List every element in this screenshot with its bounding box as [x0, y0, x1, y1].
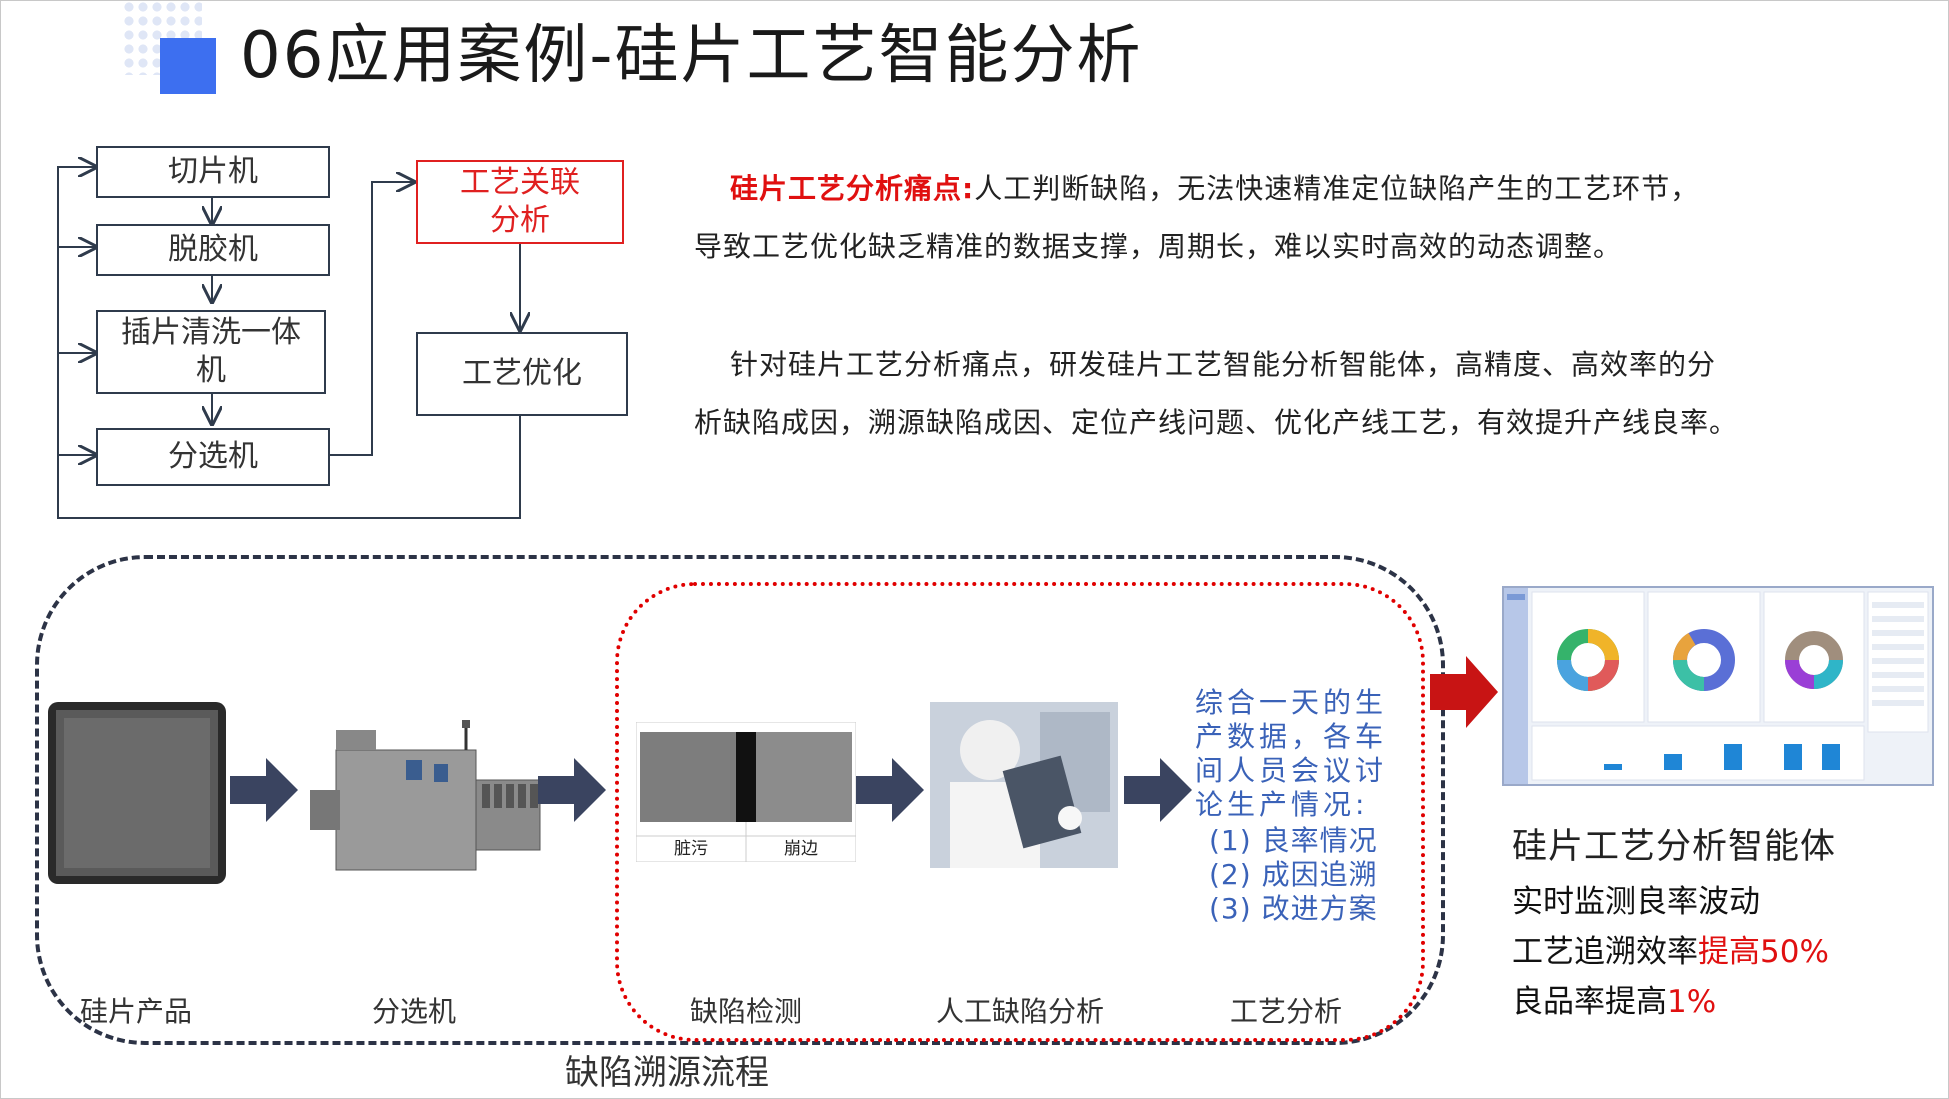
sorter-box: 分选机 — [96, 428, 330, 486]
step-label-defect-detect: 缺陷检测 — [689, 995, 802, 1028]
step-label-process-analysis: 工艺分析 — [1229, 995, 1342, 1028]
result-arrow — [1430, 656, 1498, 728]
pain-point-label: 硅片工艺分析痛点: — [730, 172, 975, 205]
step-label-product: 硅片产品 — [79, 995, 192, 1028]
agent-title: 硅片工艺分析智能体 — [1512, 827, 1837, 867]
insert-clean-box: 插片清洗一体机 — [96, 310, 326, 394]
discussion-list: (1) 良率情况 (2) 成因追溯 (3) 改进方案 — [1195, 824, 1378, 926]
manual-inspection-photo — [930, 702, 1118, 868]
slicer-box: 切片机 — [96, 146, 330, 198]
solution-line1: 针对硅片工艺分析痛点，研发硅片工艺智能分析智能体，高精度、高效率的分 — [730, 348, 1717, 381]
process-optimize-box: 工艺优化 — [416, 332, 628, 416]
step-arrow-1 — [230, 758, 298, 822]
flowchart-connectors — [57, 140, 680, 519]
pain-point-line1: 人工判断缺陷，无法快速精准定位缺陷产生的工艺环节， — [974, 172, 1700, 205]
result-line-trace-efficiency: 工艺追溯效率提高50% — [1512, 926, 1829, 971]
process-link-box: 工艺关联分析 — [416, 160, 624, 244]
page-title: 06应用案例-硅片工艺智能分析 — [240, 19, 1143, 93]
discussion-item: (3) 改进方案 — [1209, 892, 1378, 925]
step-arrow-2 — [538, 758, 606, 822]
title-square-icon — [160, 38, 216, 94]
defect-label-chipping: 崩边 — [784, 839, 818, 859]
pain-point-line2: 导致工艺优化缺乏精准的数据支撑，周期长，难以实时高效的动态调整。 — [694, 230, 1623, 263]
degumming-box: 脱胶机 — [96, 224, 330, 276]
wafer-product-image — [48, 702, 226, 884]
defect-detect-images — [636, 722, 856, 862]
solution-paragraph: 针对硅片工艺分析痛点，研发硅片工艺智能分析智能体，高精度、高效率的分 析缺陷成因… — [694, 336, 1934, 452]
discussion-text: 综合一天的生产数据，各车间人员会议讨论生产情况: — [1195, 686, 1388, 821]
defect-trace-outer-frame — [35, 555, 1445, 1045]
process-flow-title: 缺陷溯源流程 — [565, 1053, 769, 1093]
agent-dashboard-screenshot — [1502, 586, 1934, 786]
result-trace-highlight: 提高50% — [1698, 934, 1829, 970]
sorter-machine-image — [310, 720, 541, 871]
step-arrow-3 — [856, 758, 924, 822]
result-line-yield: 良品率提高1% — [1512, 976, 1716, 1021]
step-label-manual-analysis: 人工缺陷分析 — [935, 995, 1104, 1028]
step-label-sorter: 分选机 — [371, 995, 456, 1028]
dashboard-thumbnail — [1504, 588, 1929, 784]
defect-label-dirty: 脏污 — [674, 839, 708, 859]
result-line-monitor: 实时监测良率波动 — [1512, 884, 1760, 920]
pain-point-paragraph: 硅片工艺分析痛点:人工判断缺陷，无法快速精准定位缺陷产生的工艺环节， 导致工艺优… — [694, 160, 1924, 276]
result-trace-prefix: 工艺追溯效率 — [1512, 934, 1698, 970]
step-arrow-4 — [1124, 758, 1192, 822]
discussion-item: (1) 良率情况 — [1209, 824, 1378, 857]
result-yield-prefix: 良品率提高 — [1512, 984, 1667, 1020]
discussion-item: (2) 成因追溯 — [1209, 858, 1378, 891]
solution-line2: 析缺陷成因，溯源缺陷成因、定位产线问题、优化产线工艺，有效提升产线良率。 — [694, 406, 1739, 439]
result-yield-highlight: 1% — [1667, 984, 1717, 1020]
defect-analysis-inner-frame — [615, 582, 1425, 1042]
